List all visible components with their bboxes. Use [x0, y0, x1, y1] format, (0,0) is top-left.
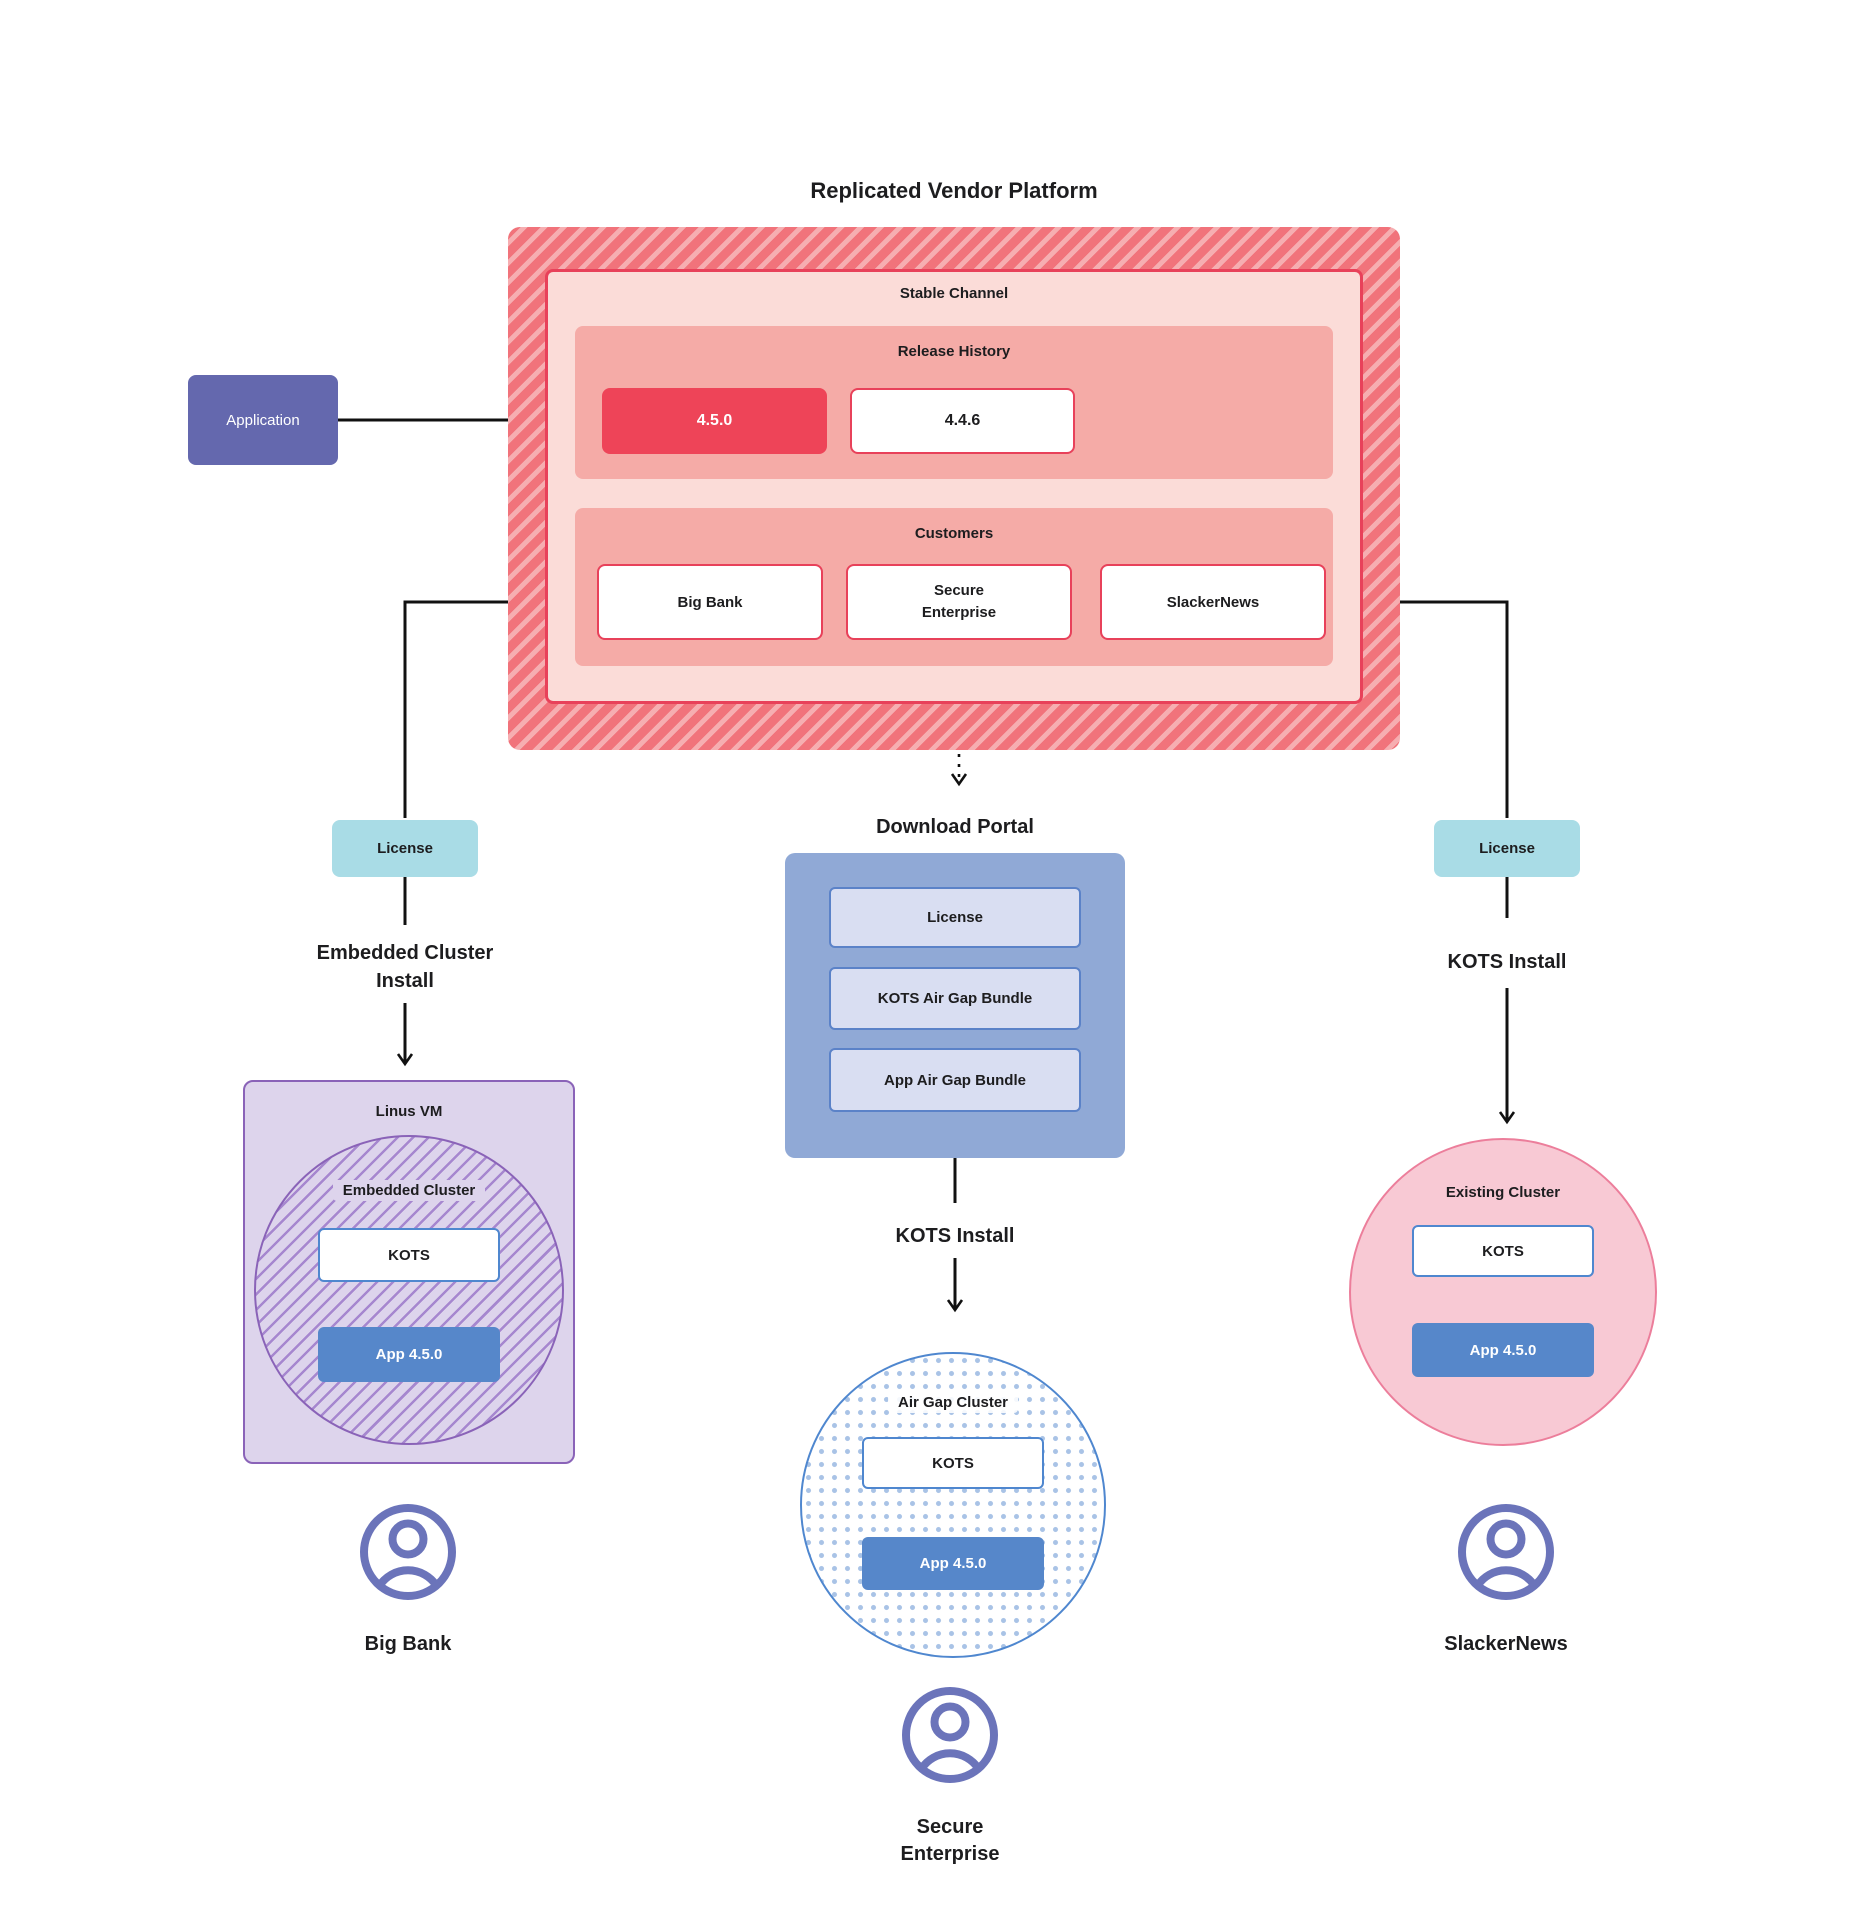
license-box-left: License	[332, 820, 478, 877]
linus-vm-label: Linus VM	[375, 1102, 443, 1120]
application-box: Application	[188, 375, 338, 465]
release-version-box-previous: 4.4.6	[850, 388, 1075, 454]
release-version-box-current: 4.5.0	[602, 388, 827, 454]
customer-box-slackernews: SlackerNews	[1100, 564, 1326, 640]
customer-box-secure-enterprise: Secure Enterprise	[846, 564, 1072, 640]
portal-item-app-airgap-bundle: App Air Gap Bundle	[829, 1048, 1081, 1112]
embedded-cluster-label: Embedded Cluster	[332, 1179, 486, 1201]
user-icon	[1458, 1504, 1554, 1600]
app-box-left: App 4.5.0	[318, 1327, 500, 1382]
download-portal-label: Download Portal	[876, 815, 1034, 838]
portal-item-license: License	[829, 887, 1081, 948]
app-box-right: App 4.5.0	[1412, 1323, 1594, 1377]
license-box-right: License	[1434, 820, 1580, 877]
app-box-mid: App 4.5.0	[862, 1537, 1044, 1590]
secure-enterprise-user-label: Secure Enterprise	[900, 1816, 1000, 1865]
air-gap-cluster-label: Air Gap Cluster	[887, 1391, 1019, 1413]
user-icon	[902, 1687, 998, 1783]
kots-box-right: KOTS	[1412, 1225, 1594, 1277]
air-gap-cluster-label-wrap: Air Gap Cluster	[828, 1390, 1078, 1414]
page-title: Replicated Vendor Platform	[810, 178, 1098, 203]
embedded-cluster-label-wrap: Embedded Cluster	[309, 1178, 509, 1202]
existing-cluster-circle	[1349, 1138, 1657, 1446]
portal-item-kots-airgap-bundle: KOTS Air Gap Bundle	[829, 967, 1081, 1030]
existing-cluster-label: Existing Cluster	[1445, 1183, 1561, 1201]
kots-install-label-mid: KOTS Install	[895, 1224, 1015, 1247]
embedded-cluster-install-label: Embedded Cluster Install	[316, 942, 494, 992]
customer-box-big-bank: Big Bank	[597, 564, 823, 640]
user-icon	[360, 1504, 456, 1600]
kots-box-mid: KOTS	[862, 1437, 1044, 1489]
kots-install-label-right: KOTS Install	[1447, 950, 1567, 973]
big-bank-user-label: Big Bank	[364, 1632, 452, 1655]
slackernews-user-label: SlackerNews	[1444, 1632, 1568, 1655]
stable-channel-label: Stable Channel	[899, 284, 1009, 302]
kots-box-left: KOTS	[318, 1228, 500, 1282]
release-history-label: Release History	[897, 342, 1011, 360]
customers-label: Customers	[914, 524, 994, 542]
